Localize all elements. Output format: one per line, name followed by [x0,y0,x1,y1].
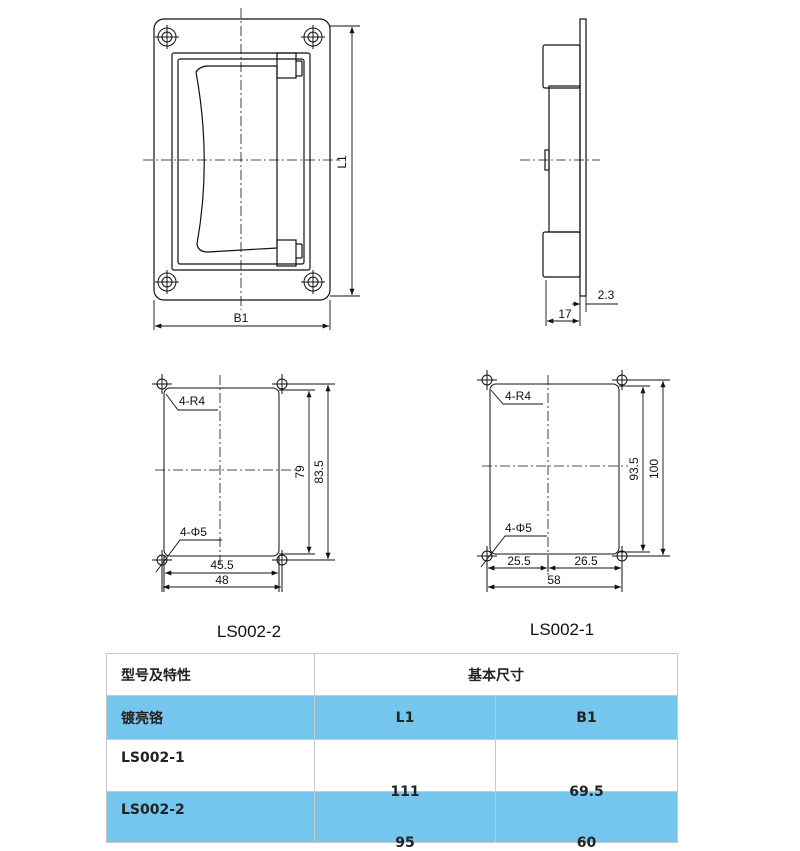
table-subheader-row: 镀亮铬 L1 B1 [106,695,678,740]
label-45-5: 45.5 [210,558,234,572]
label-2-3: 2.3 [598,288,615,302]
subheader-finish: 镀亮铬 [106,695,315,740]
label-b1: B1 [234,311,249,325]
label-100: 100 [647,459,661,479]
label-phi5-left: 4-Φ5 [180,525,207,539]
dimension-ls002-2 [155,385,331,590]
dimension-l1 [330,25,360,297]
label-r4-left: 4-R4 [179,394,205,408]
label-58: 58 [547,573,561,587]
row-model: LS002-2 [106,791,315,843]
label-25-5: 25.5 [507,554,531,568]
dimension-side [545,280,618,326]
table-row: LS002-1 111 69.5 [106,739,678,800]
subheader-b1: B1 [495,695,678,740]
label-phi5-right: 4-Φ5 [505,521,532,535]
technical-drawing: L1 B1 17 2.3 [143,8,670,641]
screw-holes-front [155,25,325,294]
spec-table: 型号及特性 基本尺寸 镀亮铬 L1 B1 LS002-1 111 69.5 LS… [106,653,678,851]
header-basic-size: 基本尺寸 [314,653,678,696]
model-label-ls002-2: LS002-2 [217,622,281,641]
handle-front-view [143,8,340,310]
table-header-row: 型号及特性 基本尺寸 [106,653,678,696]
model-label-ls002-1: LS002-1 [530,620,594,639]
label-83-5: 83.5 [312,460,326,484]
dimension-b1 [153,300,331,330]
label-79: 79 [293,465,307,479]
label-48: 48 [215,573,229,587]
row-model: LS002-1 [106,739,315,792]
cutout-ls002-2 [152,374,335,592]
row-b1: 69.5 [495,739,678,800]
header-spec: 型号及特性 [106,653,315,696]
dimension-ls002-1 [480,381,666,590]
label-26-5: 26.5 [574,554,598,568]
row-l1: 111 [314,739,496,800]
handle-side-view [520,18,600,297]
cutout-ls002-1 [477,370,670,592]
subheader-l1: L1 [314,695,496,740]
label-93-5: 93.5 [627,457,641,481]
label-17: 17 [558,307,572,321]
label-l1: L1 [335,155,349,169]
label-r4-right: 4-R4 [505,389,531,403]
